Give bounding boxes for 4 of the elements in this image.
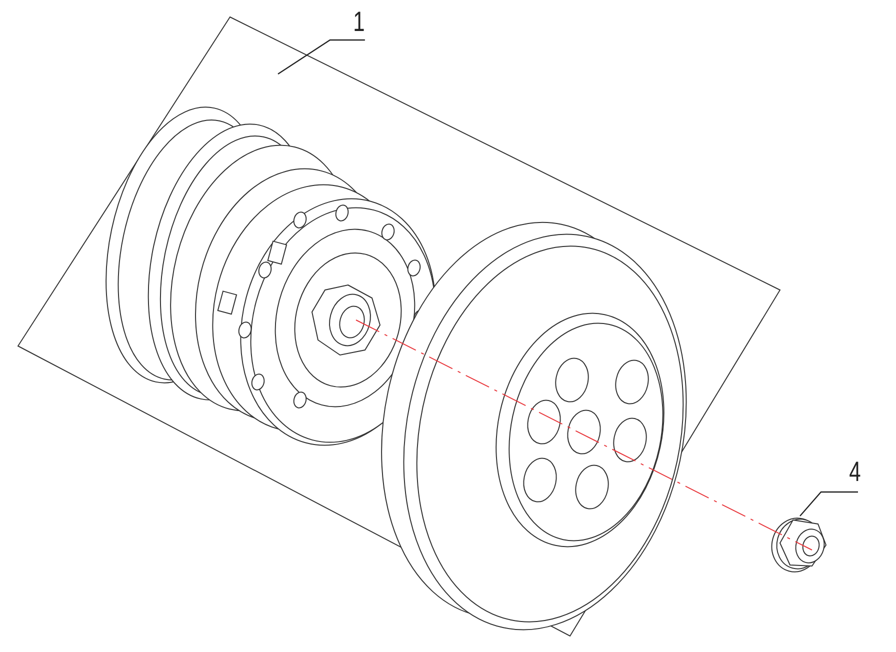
leader-line — [278, 39, 365, 74]
callout-number: 1 — [352, 6, 366, 39]
leader-line — [800, 491, 858, 516]
callout-number: 4 — [848, 456, 862, 489]
